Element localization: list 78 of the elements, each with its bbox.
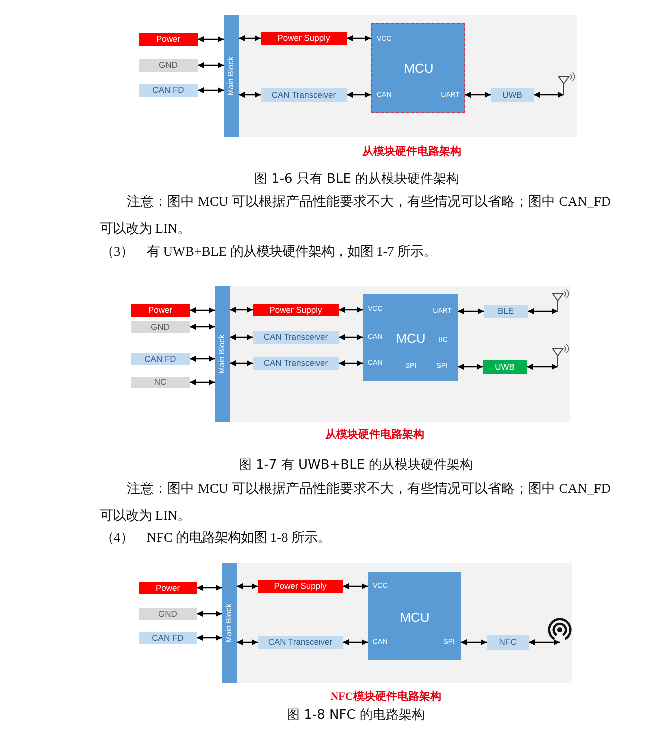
chip-label: MCU (396, 330, 426, 346)
signal-icon (548, 618, 572, 641)
pin-box: GND (131, 321, 190, 333)
double-arrow (198, 36, 224, 42)
image-caption: 从模块硬件电路架构 (362, 146, 462, 158)
module-box: BLE (484, 305, 528, 318)
pin-box: CAN FD (131, 353, 190, 365)
mcu-block (363, 294, 458, 381)
pin-box: CAN FD (139, 84, 198, 97)
double-arrow (190, 380, 215, 386)
chip-label: MCU (400, 610, 430, 624)
module-box: Power Supply (261, 32, 347, 45)
double-arrow (198, 62, 224, 68)
list-number: （4） (101, 530, 134, 546)
figure-caption: 图 1-7 有 UWB+BLE 的从模块硬件架构 (238, 458, 474, 474)
double-arrow (190, 308, 215, 314)
list-number: （3） (101, 244, 134, 260)
module-box: NFC (487, 635, 529, 650)
double-arrow (347, 36, 371, 42)
double-arrow (343, 584, 368, 590)
mcu-block (371, 23, 465, 113)
double-arrow (190, 324, 215, 330)
pin-box: CAN FD (139, 632, 197, 644)
double-arrow (339, 334, 363, 340)
double-arrow (528, 308, 558, 314)
double-arrow (458, 308, 484, 314)
main-block-bar: Main Block (222, 563, 237, 683)
double-arrow (198, 88, 224, 94)
double-arrow (458, 364, 483, 370)
double-arrow (529, 640, 560, 646)
double-arrow (339, 360, 363, 366)
paragraph: 有 UWB+BLE 的从模块硬件架构，如图 1-7 所示。 (147, 244, 437, 260)
pin-box: Power (139, 582, 197, 594)
double-arrow (197, 611, 222, 617)
figure-caption: 图 1-8 NFC 的电路架构 (287, 708, 425, 724)
double-arrow (197, 585, 222, 591)
module-box: CAN Transceiver (261, 88, 347, 102)
antenna-icon (557, 72, 575, 95)
module-box: Power Supply (258, 580, 343, 593)
double-arrow (239, 36, 261, 42)
module-box: Power Supply (253, 304, 339, 316)
double-arrow (230, 334, 253, 340)
module-box: UWB (491, 88, 534, 102)
module-box: CAN Transceiver (258, 636, 343, 649)
paragraph: NFC 的电路架构如图 1-8 所示。 (147, 530, 331, 546)
double-arrow (237, 640, 258, 646)
double-arrow (465, 92, 491, 98)
mcu-block (368, 572, 461, 660)
paragraph: 注意：图中 MCU 可以根据产品性能要求不大，有些情况可以省略；图中 CAN_FD 可以改为 LIN。 (100, 192, 611, 238)
double-arrow (237, 584, 258, 590)
double-arrow (534, 92, 564, 98)
double-arrow (230, 307, 253, 313)
double-arrow (239, 92, 261, 98)
pin-box: GND (139, 608, 197, 620)
image-caption: NFC模块硬件电路架构 (330, 691, 442, 704)
double-arrow (230, 360, 253, 366)
module-box: CAN Transceiver (253, 331, 339, 344)
module-box: CAN Transceiver (253, 357, 339, 370)
double-arrow (527, 364, 558, 370)
pin-box: Power (139, 33, 198, 46)
double-arrow (190, 356, 215, 362)
antenna-icon (551, 344, 569, 367)
figure-caption: 图 1-6 只有 BLE 的从模块硬件架构 (254, 172, 460, 188)
pin-box: NC (131, 377, 190, 388)
main-block-bar: Main Block (224, 15, 239, 137)
double-arrow (343, 640, 368, 646)
double-arrow (339, 307, 363, 313)
pin-box: GND (139, 59, 198, 72)
antenna-icon (551, 288, 569, 312)
double-arrow (461, 640, 487, 646)
paragraph: 注意：图中 MCU 可以根据产品性能要求不大，有些情况可以省略；图中 CAN_FD 可以改为 LIN。 (100, 480, 611, 524)
image-caption: 从模块硬件电路架构 (326, 429, 424, 442)
double-arrow (347, 92, 371, 98)
main-block-bar: Main Block (215, 286, 230, 422)
module-box: UWB (483, 360, 527, 374)
double-arrow (197, 635, 222, 641)
chip-label: MCU (404, 60, 434, 76)
pin-box: Power (131, 304, 190, 317)
